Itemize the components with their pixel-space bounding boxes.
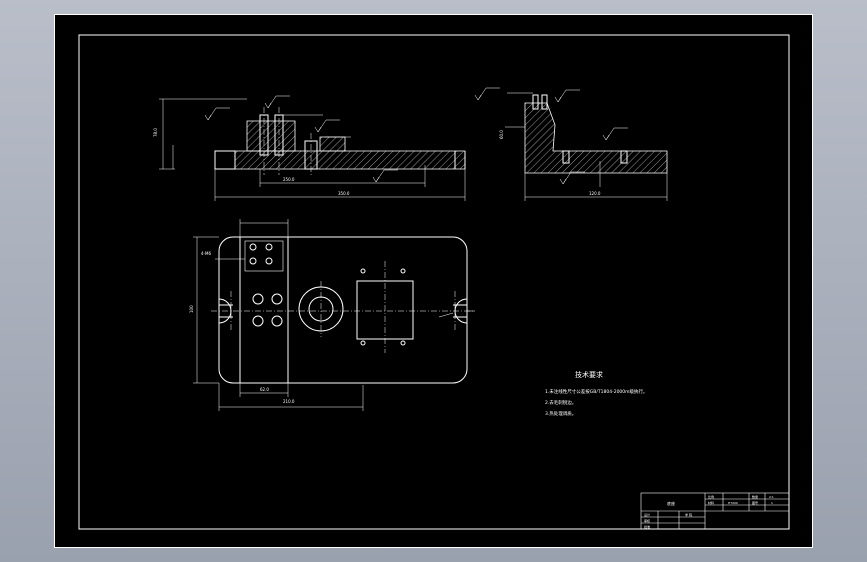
scale-label: 比例 bbox=[708, 494, 714, 499]
school-label: 学 院 bbox=[685, 512, 692, 517]
svg-text:62.0: 62.0 bbox=[260, 387, 269, 392]
svg-text:350.0: 350.0 bbox=[338, 191, 350, 196]
tech-req-title: 技术要求 bbox=[575, 370, 603, 379]
svg-text:100: 100 bbox=[189, 305, 194, 313]
checker-label: 审核 bbox=[644, 518, 650, 523]
tech-req-item-1: 1.未注线性尺寸公差按GB/T1804-2000m级执行。 bbox=[545, 388, 648, 395]
cad-drawing: 350.0 250.0 78.0 120.0 60.0 bbox=[78, 34, 790, 530]
count-label: 数量 bbox=[752, 494, 758, 499]
material-label: 材料 bbox=[708, 500, 714, 505]
svg-text:4-M6: 4-M6 bbox=[201, 251, 211, 256]
count-value: 1 bbox=[771, 501, 773, 505]
approver-label: 批准 bbox=[644, 524, 650, 529]
sheet-label: 图号 bbox=[752, 500, 758, 505]
technical-requirements: 技术要求 1.未注线性尺寸公差按GB/T1804-2000m级执行。 2.去毛刺… bbox=[545, 370, 648, 417]
tech-req-item-2: 2.去毛刺锐边。 bbox=[545, 399, 576, 406]
scale-value: 2:1 bbox=[769, 495, 774, 499]
drawing-frame bbox=[78, 34, 790, 530]
material-value: HT200 bbox=[728, 501, 738, 505]
svg-text:210.0: 210.0 bbox=[283, 399, 295, 404]
front-section-view: 350.0 250.0 78.0 bbox=[153, 95, 466, 201]
tech-req-item-3: 3.热处理调质。 bbox=[545, 410, 576, 417]
svg-text:60.0: 60.0 bbox=[499, 130, 504, 139]
part-name: 底座 bbox=[667, 500, 675, 506]
designer-label: 设计 bbox=[644, 512, 650, 517]
top-plan-view: 100 210.0 62.0 4-M6 bbox=[189, 219, 475, 411]
drawing-canvas: 350.0 250.0 78.0 120.0 60.0 bbox=[54, 14, 813, 548]
title-block: 底座 比例 数量 2:1 材料 HT200 图号 1 设计 审核 批准 学 院 bbox=[640, 492, 790, 530]
svg-text:120.0: 120.0 bbox=[589, 191, 601, 196]
svg-text:250.0: 250.0 bbox=[283, 177, 295, 182]
side-section-view: 120.0 60.0 bbox=[474, 87, 668, 201]
svg-text:78.0: 78.0 bbox=[153, 128, 158, 137]
